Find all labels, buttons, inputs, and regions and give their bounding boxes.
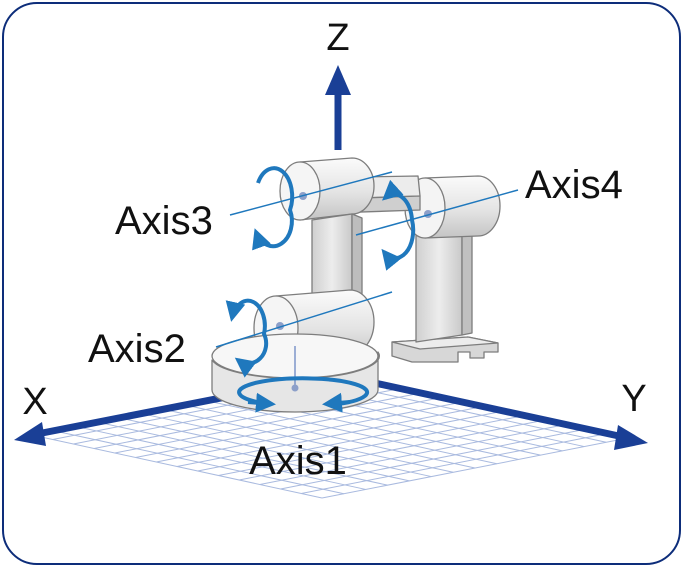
x-axis-label: X [22, 381, 47, 423]
joint4-rotation-arrow-icon [381, 179, 416, 271]
y-axis-label: Y [621, 378, 646, 420]
grid-line [176, 406, 484, 467]
joint3-axis-line [229, 171, 393, 216]
grid-line [75, 425, 366, 490]
rotation-arrows [225, 166, 416, 413]
grid-line [280, 428, 587, 490]
link-vertical-right [415, 205, 473, 343]
axis3-label: Axis3 [115, 199, 213, 243]
y-axis-arrowhead-icon [614, 425, 648, 450]
grid-line [53, 430, 344, 495]
joint1-arrow-right-icon [322, 392, 351, 413]
y-axis-line [337, 371, 629, 442]
grid-line [97, 421, 388, 486]
axis1-label: Axis1 [249, 439, 347, 483]
grid-line [163, 408, 454, 473]
grid-line [239, 419, 546, 481]
gripper [391, 336, 499, 363]
joint2-rotation-arrow-icon [225, 298, 269, 378]
grid-line [31, 434, 323, 499]
x-axis-arrowhead-icon [14, 422, 46, 446]
grid-line [141, 413, 432, 478]
grid-line [321, 437, 629, 499]
joint1-rotation-ring-icon [237, 376, 370, 407]
grid-line [301, 433, 608, 494]
joint1-arrow-left-icon [247, 392, 276, 413]
z-axis-label: Z [326, 17, 349, 59]
grid-line [218, 415, 525, 476]
grid-line [197, 410, 504, 472]
grid-line [259, 424, 566, 485]
axis4-label: Axis4 [525, 163, 623, 207]
grid-line [119, 417, 410, 482]
axis2-label: Axis2 [88, 327, 186, 371]
z-axis-arrowhead-icon [325, 65, 351, 95]
joint3-rotation-arrow-icon [252, 166, 295, 251]
